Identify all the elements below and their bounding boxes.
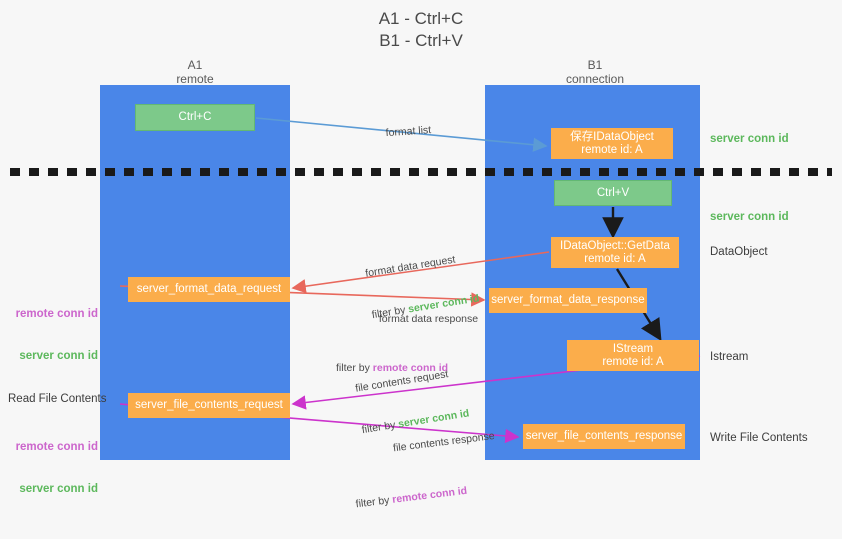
node-ctrl-v[interactable]: Ctrl+V [554, 180, 672, 206]
label-read-file-contents: Read File Contents [8, 393, 107, 405]
label-right-server-conn-id-2: server conn id [710, 211, 789, 223]
caption-format-data-request-line1: format data request [364, 253, 457, 280]
filter-prefix: filter by [336, 362, 373, 374]
column-header-a1: A1 remote [176, 58, 214, 86]
node-server-format-data-request[interactable]: server_format_data_request [128, 277, 290, 302]
diagram-canvas: A1 - Ctrl+C B1 - Ctrl+V A1 remote B1 con… [8, 9, 832, 510]
label-left-conn-ids-1: remote conn id server conn id [8, 279, 98, 391]
label-left-server-conn-id-2: server conn id [19, 483, 98, 495]
filter-key-remote-conn-id: remote conn id [372, 362, 449, 374]
column-header-b1: B1 connection [565, 58, 625, 86]
caption-format-data-response-filter: filter by remote conn id [336, 361, 521, 375]
label-left-remote-conn-id-1: remote conn id [15, 308, 98, 320]
label-write-file-contents: Write File Contents [710, 432, 808, 444]
node-save-idataobject[interactable]: 保存IDataObject remote id: A [551, 128, 673, 159]
caption-file-contents-request-line1: file contents request [354, 368, 450, 395]
node-server-format-data-response[interactable]: server_format_data_response [489, 288, 647, 313]
node-idataobject-getdata[interactable]: IDataObject::GetData remote id: A [551, 237, 679, 268]
caption-format-list: format list [373, 109, 433, 155]
node-ctrl-c[interactable]: Ctrl+C [135, 104, 255, 131]
node-server-file-contents-request[interactable]: server_file_contents_request [128, 393, 290, 418]
label-left-conn-ids-2: remote conn id server conn id [8, 412, 98, 524]
filter-prefix: filter by [355, 493, 394, 511]
caption-file-contents-response-line1: file contents response [392, 430, 496, 455]
label-istream: Istream [710, 351, 749, 363]
node-server-file-contents-response[interactable]: server_file_contents_response [523, 424, 685, 449]
caption-file-contents-response-filter: filter by remote conn id [355, 474, 545, 511]
label-left-remote-conn-id-2: remote conn id [15, 441, 98, 453]
page-title: A1 - Ctrl+C B1 - Ctrl+V [378, 9, 464, 50]
caption-file-contents-response: file contents response filter by remote … [345, 396, 548, 539]
label-right-server-conn-id-1: server conn id [710, 133, 789, 145]
label-left-server-conn-id-1: server conn id [19, 350, 98, 362]
filter-key-remote-conn-id: remote conn id [391, 484, 468, 506]
caption-format-list-line1: format list [385, 124, 432, 140]
caption-format-data-response-line1: format data response [378, 313, 479, 325]
label-dataobject: DataObject [710, 246, 768, 258]
node-istream[interactable]: IStream remote id: A [567, 340, 699, 371]
caption-format-data-response: format data response filter by remote co… [336, 284, 521, 403]
